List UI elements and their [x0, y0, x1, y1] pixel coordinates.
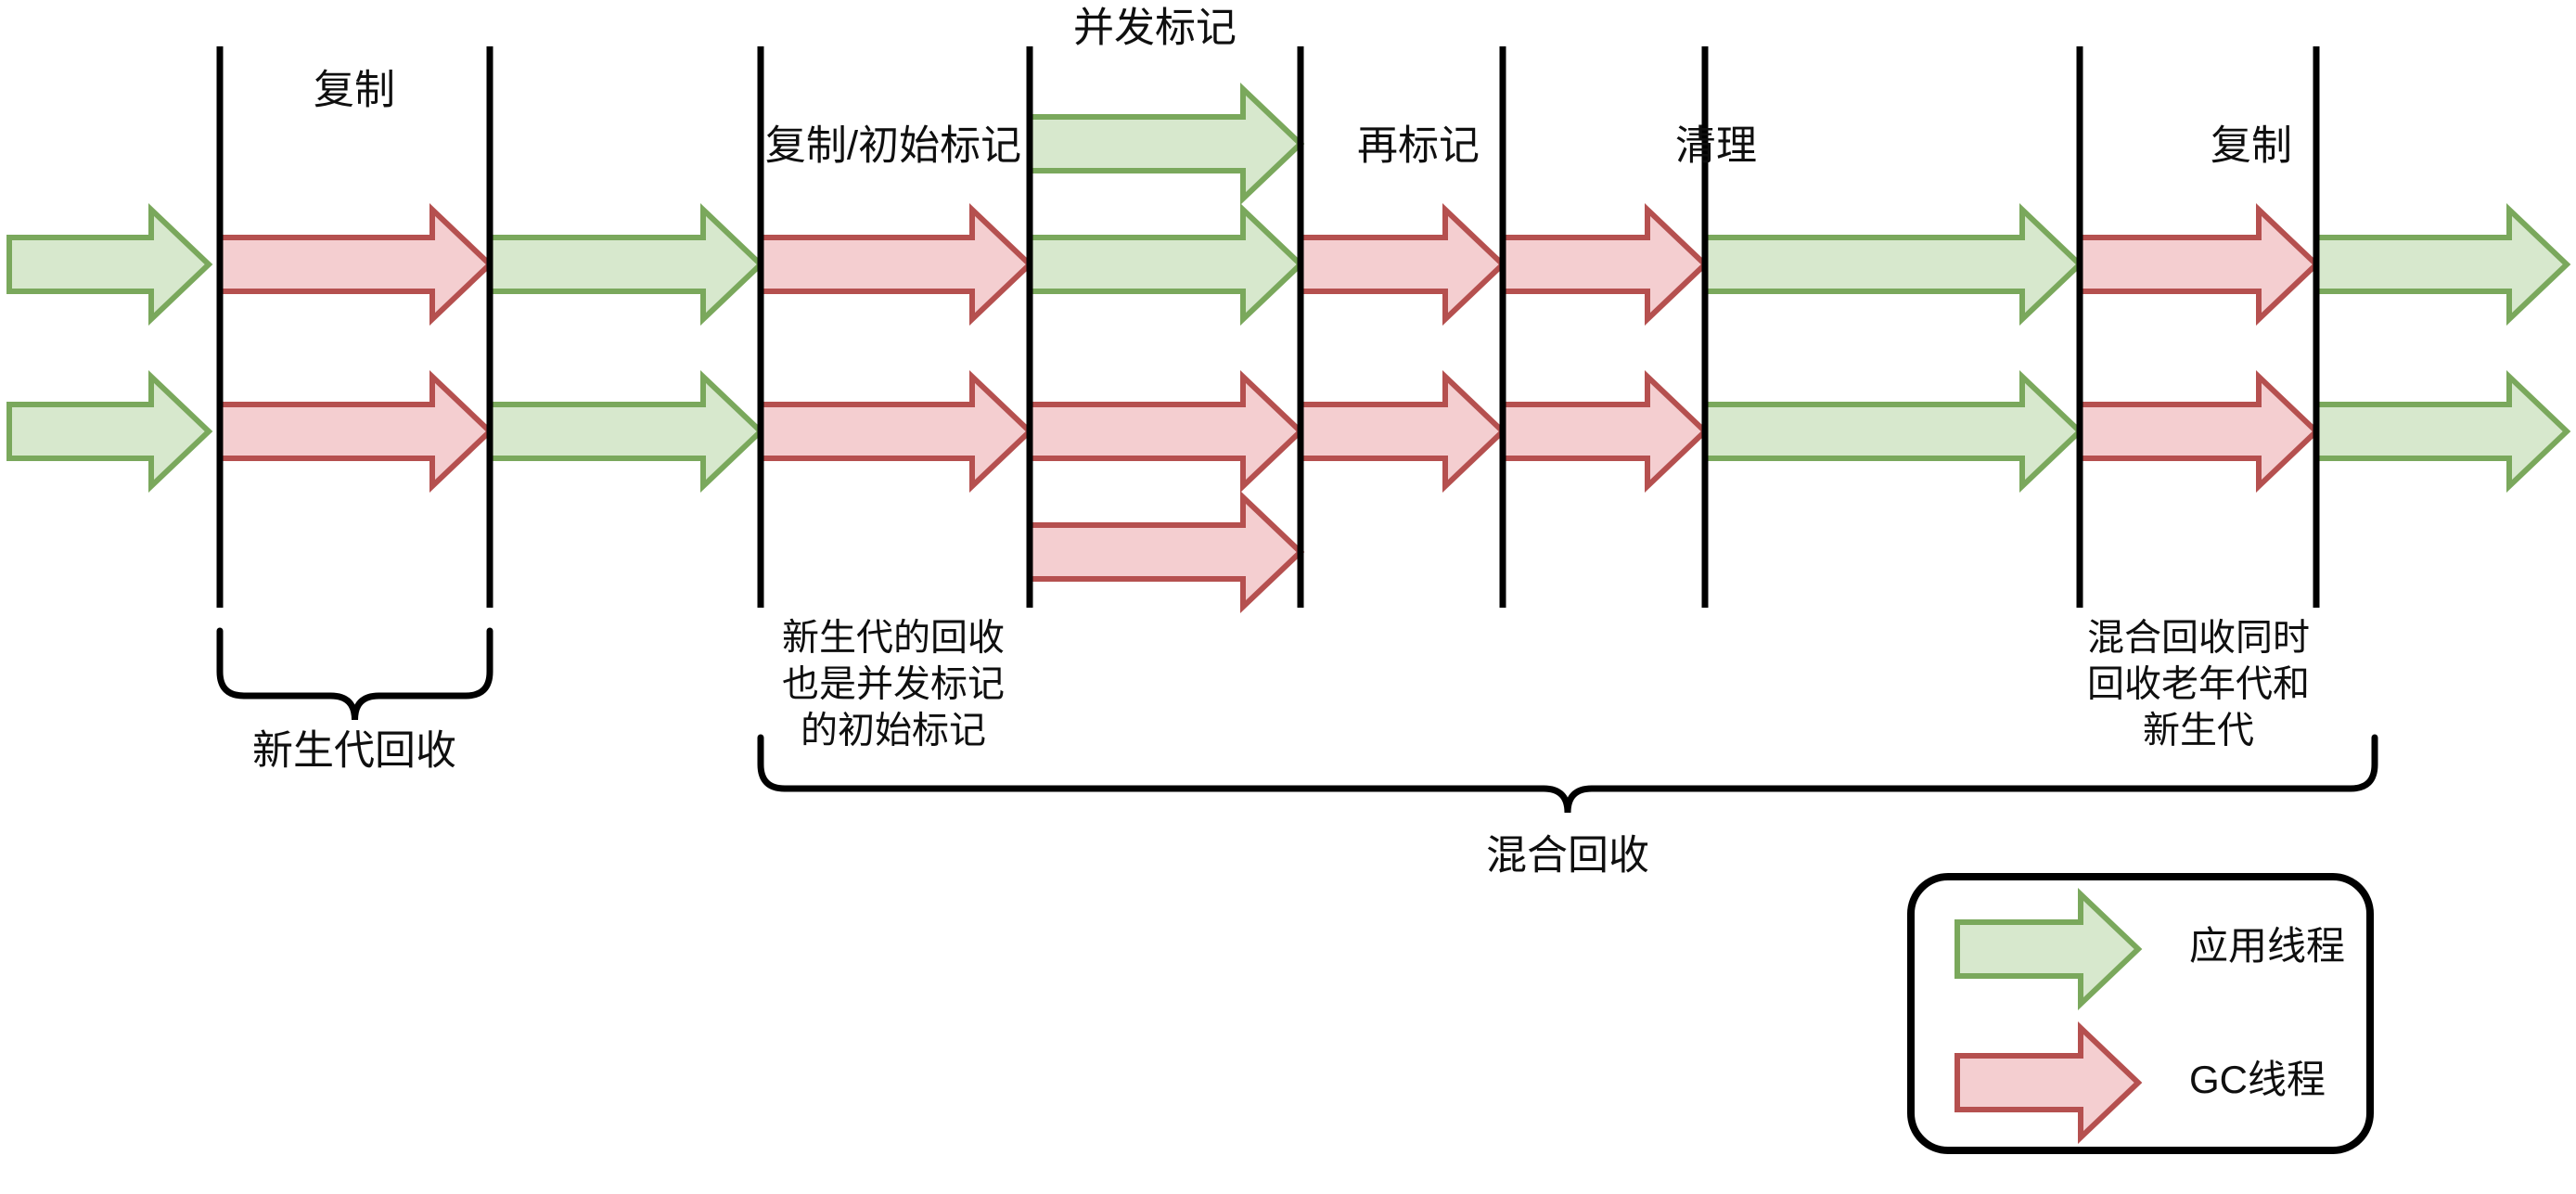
gc-thread-arrow-row1-copy2-gc — [2077, 203, 2321, 326]
gc-thread-arrow-row2-remark-gc — [1298, 370, 1507, 493]
bracket-label-young-gc: 新生代回收 — [252, 728, 456, 774]
bracket-layer — [216, 627, 2378, 814]
legend: 应用线程 GC线程 — [1907, 873, 2374, 1154]
bracket-label-mixed-gc: 混合回收 — [1486, 833, 1649, 879]
note-line-mixed-gc-collects-both-2: 新生代 — [2143, 711, 2254, 751]
note-line-mixed-gc-collects-both-1: 回收老年代和 — [2087, 664, 2310, 705]
gc-thread-arrow-row2-copy-initial-gc — [758, 370, 1034, 493]
phase-label-copy-2: 复制 — [2211, 123, 2292, 169]
note-line-mixed-gc-collects-both-0: 混合回收同时 — [2087, 618, 2310, 659]
app-thread-arrow-row1-in-app — [6, 203, 213, 326]
legend-swatch-app-thread — [1954, 888, 2143, 1010]
gc-thread-arrow-row1-copy-gc — [217, 203, 494, 326]
app-thread-arrow-row1-concmark-app — [1027, 203, 1305, 326]
phase-divider-layer — [216, 46, 2320, 608]
gc-thread-arrow-row1-copy-initial-gc — [758, 203, 1034, 326]
gc-thread-arrow-row1-remark-gc — [1298, 203, 1507, 326]
app-thread-arrow-row2-gap-app — [487, 370, 765, 493]
phase-label-concurrent-mark: 并发标记 — [1073, 6, 1237, 51]
arrow-layer — [6, 83, 2571, 613]
phase-label-copy-1: 复制 — [314, 68, 395, 113]
app-thread-arrow-row2-gap2-app — [1702, 370, 2084, 493]
gc-thread-arrow-row1-cleanup-gc — [1500, 203, 1710, 326]
legend-label-gc-thread: GC线程 — [2189, 1058, 2326, 1101]
gc-thread-arrow-row2-cleanup-gc — [1500, 370, 1710, 493]
app-thread-arrow-row2-in-app — [6, 370, 213, 493]
app-thread-arrow-row1-gap-app — [487, 203, 765, 326]
legend-swatch-gc-thread — [1954, 1021, 2143, 1144]
legend-label-app-thread: 应用线程 — [2189, 924, 2345, 968]
gc-thread-arrow-row2-copy-gc — [217, 370, 494, 493]
note-line-young-gc-is-initial-mark-0: 新生代的回收 — [782, 618, 1005, 659]
app-thread-arrow-row2-out-app — [2313, 370, 2571, 493]
bracket-young-gc — [216, 627, 493, 721]
app-thread-arrow-row1-gap2-app — [1702, 203, 2084, 326]
phase-label-copy-initial-mark: 复制/初始标记 — [765, 123, 1021, 169]
app-thread-arrow-row0-concmark-app — [1027, 83, 1305, 205]
phase-label-cleanup: 清理 — [1675, 123, 1757, 169]
bracket-mixed-gc — [757, 734, 2378, 814]
gc-thread-arrow-row2-copy2-gc — [2077, 370, 2321, 493]
note-line-young-gc-is-initial-mark-1: 也是并发标记 — [782, 664, 1005, 705]
gc-thread-arrow-row3-concmark-gc — [1027, 491, 1305, 613]
app-thread-arrow-row1-out-app — [2313, 203, 2571, 326]
gc-thread-arrow-row2-concmark-gc — [1027, 370, 1305, 493]
phase-label-remark: 再标记 — [1357, 123, 1480, 169]
note-line-young-gc-is-initial-mark-2: 的初始标记 — [801, 711, 986, 751]
